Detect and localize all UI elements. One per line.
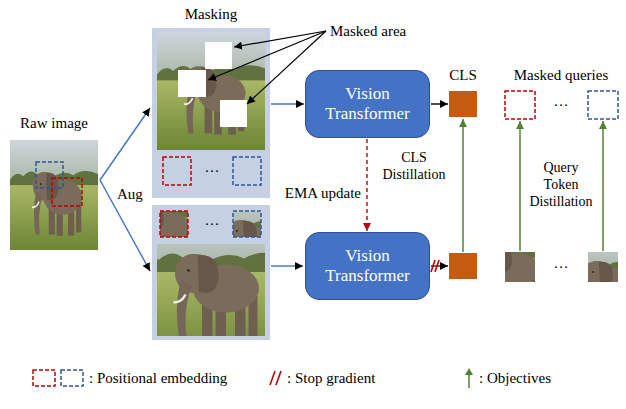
group-label: Masked queries [514, 66, 609, 84]
transformer-box: Vision Transformer [305, 232, 430, 300]
text-holder: Vision Transformer [314, 246, 421, 285]
box-text: Vision Transformer [314, 246, 421, 285]
photo-area [10, 140, 98, 250]
positional-embedding [233, 157, 261, 185]
masked-query [505, 91, 535, 119]
masked-square [178, 70, 206, 97]
edge-label: EMA update [285, 184, 361, 202]
connector [431, 103, 448, 104]
cls-token-target [449, 253, 477, 279]
cls-square [449, 91, 477, 117]
legend-entry: : Objectives [462, 367, 551, 389]
legend-entry: : Positional embedding [32, 367, 227, 389]
target-crops [457, 217, 626, 332]
connector [100, 108, 150, 180]
ellipsis: … [554, 92, 569, 110]
aug-arrow [100, 180, 150, 271]
objective-arrow [462, 119, 464, 252]
red-crop-box [52, 178, 82, 206]
connector [366, 139, 367, 231]
legend-sample [32, 367, 86, 389]
ellipsis: … [205, 211, 220, 229]
masked-query [588, 91, 618, 119]
cls-token: CLS [446, 66, 480, 117]
legend-text: : Stop gradient [287, 369, 375, 387]
legend-sample [268, 367, 284, 389]
aug-label: Aug [117, 185, 143, 203]
stop-gradient-mark [431, 260, 439, 272]
legend-text: : Positional embedding [89, 369, 227, 387]
augmented-panel [106, 175, 302, 361]
masking-panel-art [152, 28, 270, 198]
masked-square [220, 100, 247, 127]
heading-text: Masking [152, 5, 270, 23]
text-holder: Vision Transformer [314, 84, 421, 123]
legend-text: : Objectives [479, 369, 551, 387]
objective-arrow [602, 121, 604, 251]
callout-label: Masked area [330, 22, 406, 40]
positional-embedding [163, 157, 191, 185]
objective-label: Query Token Distillation [525, 160, 597, 210]
raw-photo [10, 140, 98, 250]
input-arrow [271, 265, 303, 266]
transformer-box: Vision Transformer [305, 70, 430, 138]
ellipsis: … [205, 158, 220, 176]
blue-crop-box [36, 162, 63, 188]
ellipsis: … [554, 254, 569, 272]
connector [271, 103, 304, 104]
heading-text: Raw image [10, 114, 98, 132]
image-panel: Raw image [10, 114, 98, 250]
heading-text: CLS [446, 66, 480, 84]
legend-entry: : Stop gradient [268, 367, 375, 389]
objective-label: CLS Distillation [373, 150, 455, 184]
masked-square [205, 42, 232, 69]
legend-sample [462, 367, 476, 389]
box-text: Vision Transformer [314, 84, 421, 123]
objective-arrow [519, 121, 521, 251]
